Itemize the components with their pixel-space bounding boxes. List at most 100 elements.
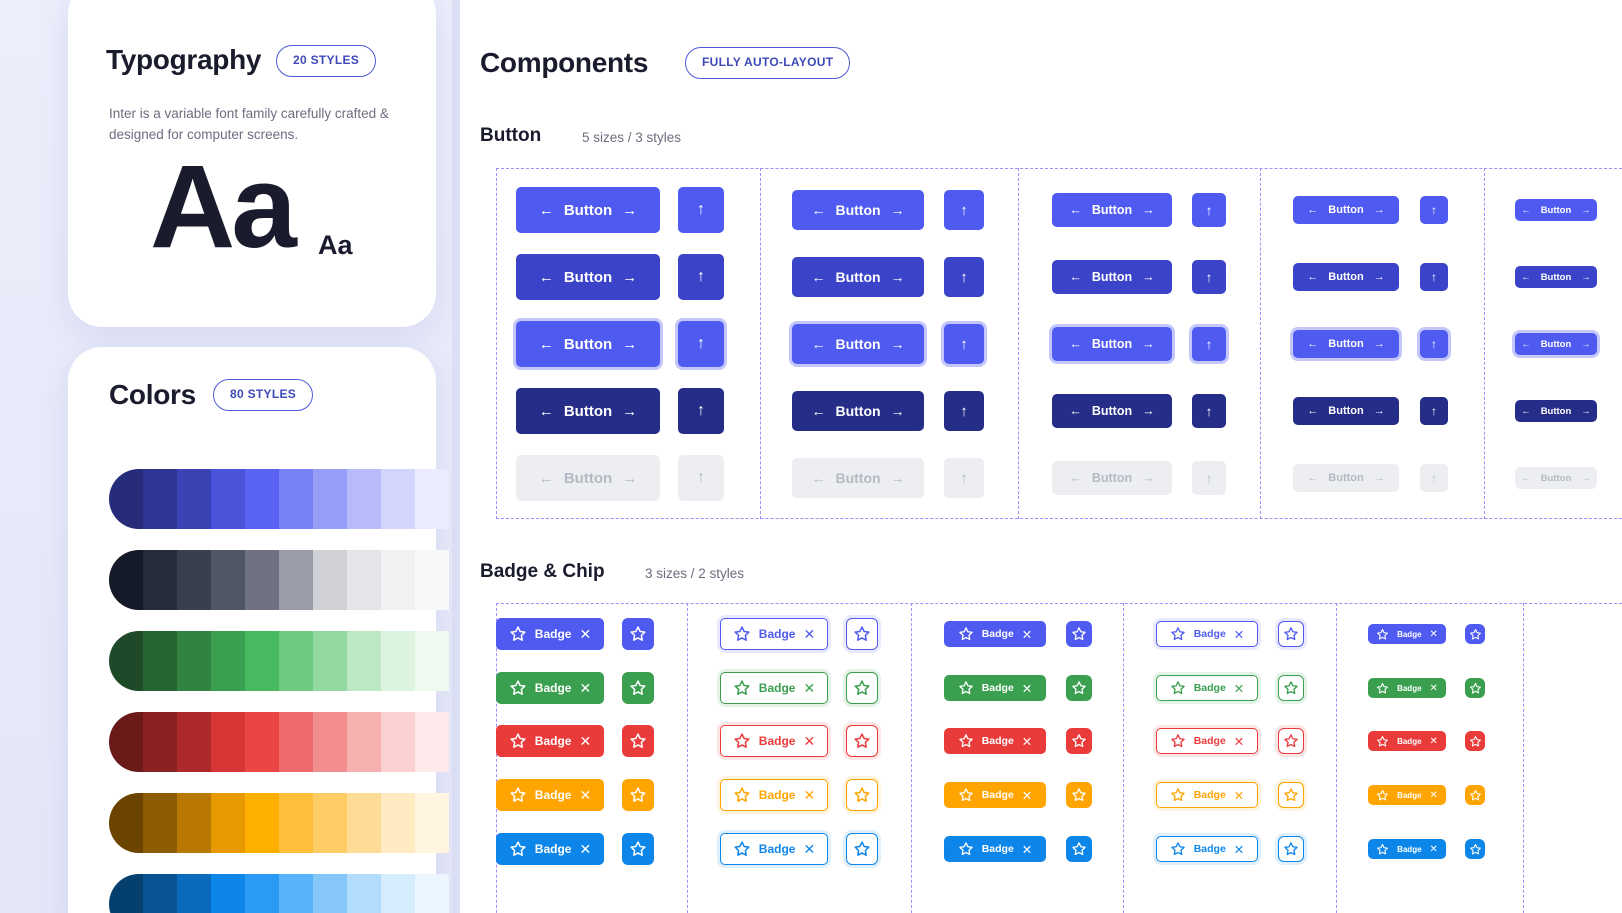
star-icon-chip[interactable] xyxy=(1465,678,1485,698)
star-icon-chip[interactable] xyxy=(1278,728,1304,754)
color-swatch[interactable] xyxy=(347,712,381,772)
icon-button-sample[interactable]: ↑ xyxy=(1192,461,1226,495)
color-swatch[interactable] xyxy=(143,874,177,913)
button-sample[interactable]: ←Button→ xyxy=(1293,196,1399,224)
close-icon[interactable]: ✕ xyxy=(1233,788,1245,803)
star-icon-chip[interactable] xyxy=(1066,782,1092,808)
color-swatch[interactable] xyxy=(415,874,449,913)
icon-button-sample[interactable]: ↑ xyxy=(678,187,724,233)
star-icon-chip[interactable] xyxy=(1066,621,1092,647)
star-icon-chip[interactable] xyxy=(1278,836,1304,862)
icon-button-sample[interactable]: ↑ xyxy=(678,388,724,434)
star-icon-chip[interactable] xyxy=(846,725,878,757)
color-swatch[interactable] xyxy=(109,793,143,853)
close-icon[interactable]: ✕ xyxy=(803,625,816,642)
icon-button-sample[interactable]: ↑ xyxy=(1192,327,1226,361)
star-icon-chip[interactable] xyxy=(1465,785,1485,805)
color-swatch[interactable] xyxy=(211,874,245,913)
close-icon[interactable]: ✕ xyxy=(1429,682,1438,694)
button-sample[interactable]: ←Button→ xyxy=(1052,461,1172,495)
badge-chip[interactable]: Badge✕ xyxy=(944,782,1046,808)
close-icon[interactable]: ✕ xyxy=(579,840,592,857)
button-sample[interactable]: ←Button→ xyxy=(1052,394,1172,428)
close-icon[interactable]: ✕ xyxy=(1429,843,1438,855)
close-icon[interactable]: ✕ xyxy=(1021,681,1033,696)
icon-button-sample[interactable]: ↑ xyxy=(1420,196,1448,224)
star-icon-chip[interactable] xyxy=(1278,621,1304,647)
icon-button-sample[interactable]: ↑ xyxy=(1420,330,1448,358)
color-swatch[interactable] xyxy=(245,874,279,913)
icon-button-sample[interactable]: ↑ xyxy=(678,321,724,367)
icon-button-sample[interactable]: ↑ xyxy=(944,391,984,431)
close-icon[interactable]: ✕ xyxy=(1021,734,1033,749)
color-swatch[interactable] xyxy=(313,874,347,913)
star-icon-chip[interactable] xyxy=(1066,836,1092,862)
button-sample[interactable]: ←Button→ xyxy=(792,257,924,297)
button-sample[interactable]: ←Button→ xyxy=(792,190,924,230)
badge-chip[interactable]: Badge✕ xyxy=(720,725,828,757)
color-swatch[interactable] xyxy=(279,469,313,529)
color-swatch[interactable] xyxy=(279,874,313,913)
color-swatch[interactable] xyxy=(245,793,279,853)
badge-chip[interactable]: Badge✕ xyxy=(720,618,828,650)
close-icon[interactable]: ✕ xyxy=(1021,627,1033,642)
color-swatch[interactable] xyxy=(415,550,449,610)
close-icon[interactable]: ✕ xyxy=(803,679,816,696)
star-icon-chip[interactable] xyxy=(1465,839,1485,859)
star-icon-chip[interactable] xyxy=(846,672,878,704)
color-swatch[interactable] xyxy=(211,793,245,853)
star-icon-chip[interactable] xyxy=(1465,731,1485,751)
color-swatch[interactable] xyxy=(347,631,381,691)
color-swatch[interactable] xyxy=(381,793,415,853)
color-swatch[interactable] xyxy=(381,550,415,610)
icon-button-sample[interactable]: ↑ xyxy=(678,455,724,501)
icon-button-sample[interactable]: ↑ xyxy=(1420,464,1448,492)
star-icon-chip[interactable] xyxy=(846,779,878,811)
color-swatch[interactable] xyxy=(347,469,381,529)
color-swatch[interactable] xyxy=(279,631,313,691)
button-sample[interactable]: ←Button→ xyxy=(1293,330,1399,358)
color-swatch[interactable] xyxy=(313,793,347,853)
close-icon[interactable]: ✕ xyxy=(803,840,816,857)
button-sample[interactable]: ←Button→ xyxy=(1052,327,1172,361)
color-swatch[interactable] xyxy=(381,712,415,772)
badge-chip[interactable]: Badge✕ xyxy=(720,672,828,704)
color-swatch[interactable] xyxy=(279,793,313,853)
color-swatch[interactable] xyxy=(143,712,177,772)
color-swatch[interactable] xyxy=(143,550,177,610)
color-swatch[interactable] xyxy=(415,469,449,529)
color-swatch[interactable] xyxy=(143,469,177,529)
color-swatch[interactable] xyxy=(245,469,279,529)
badge-chip[interactable]: Badge✕ xyxy=(496,833,604,865)
button-sample[interactable]: ←Button→ xyxy=(1515,467,1597,489)
color-swatch[interactable] xyxy=(415,712,449,772)
color-swatch[interactable] xyxy=(313,712,347,772)
button-sample[interactable]: ←Button→ xyxy=(1515,199,1597,221)
color-swatch[interactable] xyxy=(245,631,279,691)
color-swatch[interactable] xyxy=(109,550,143,610)
color-swatch[interactable] xyxy=(177,550,211,610)
color-swatch[interactable] xyxy=(143,793,177,853)
star-icon-chip[interactable] xyxy=(622,779,654,811)
close-icon[interactable]: ✕ xyxy=(1429,789,1438,801)
badge-chip[interactable]: Badge✕ xyxy=(944,675,1046,701)
color-swatch[interactable] xyxy=(313,550,347,610)
color-swatch[interactable] xyxy=(211,712,245,772)
color-swatch[interactable] xyxy=(211,631,245,691)
close-icon[interactable]: ✕ xyxy=(579,625,592,642)
color-swatch[interactable] xyxy=(177,874,211,913)
close-icon[interactable]: ✕ xyxy=(1233,842,1245,857)
icon-button-sample[interactable]: ↑ xyxy=(1192,193,1226,227)
star-icon-chip[interactable] xyxy=(622,833,654,865)
icon-button-sample[interactable]: ↑ xyxy=(944,190,984,230)
button-sample[interactable]: ←Button→ xyxy=(792,458,924,498)
close-icon[interactable]: ✕ xyxy=(1021,788,1033,803)
icon-button-sample[interactable]: ↑ xyxy=(944,458,984,498)
button-sample[interactable]: ←Button→ xyxy=(516,455,660,501)
star-icon-chip[interactable] xyxy=(622,618,654,650)
button-sample[interactable]: ←Button→ xyxy=(792,391,924,431)
color-swatch[interactable] xyxy=(211,550,245,610)
badge-chip[interactable]: Badge✕ xyxy=(1156,836,1258,862)
color-swatch[interactable] xyxy=(109,874,143,913)
color-swatch[interactable] xyxy=(177,631,211,691)
